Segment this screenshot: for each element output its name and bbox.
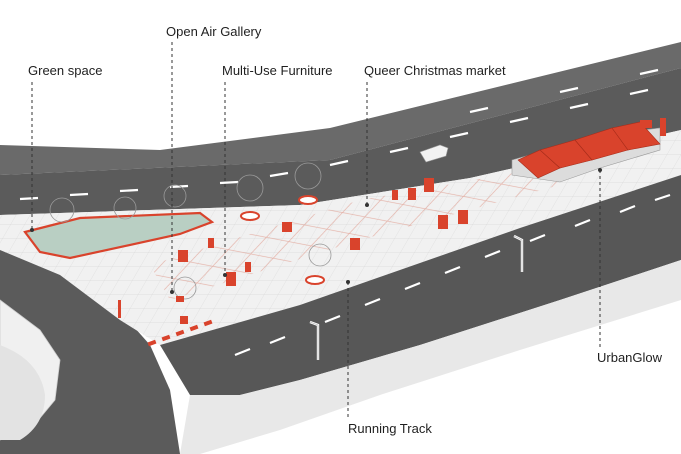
label-queer-christmas-market: Queer Christmas market [364,63,506,79]
label-green-space: Green space [28,63,102,79]
label-running-track: Running Track [348,421,432,437]
label-open-air-gallery: Open Air Gallery [166,24,261,40]
label-multi-use-furniture: Multi-Use Furniture [222,63,333,79]
label-urbanglow: UrbanGlow [597,350,662,366]
